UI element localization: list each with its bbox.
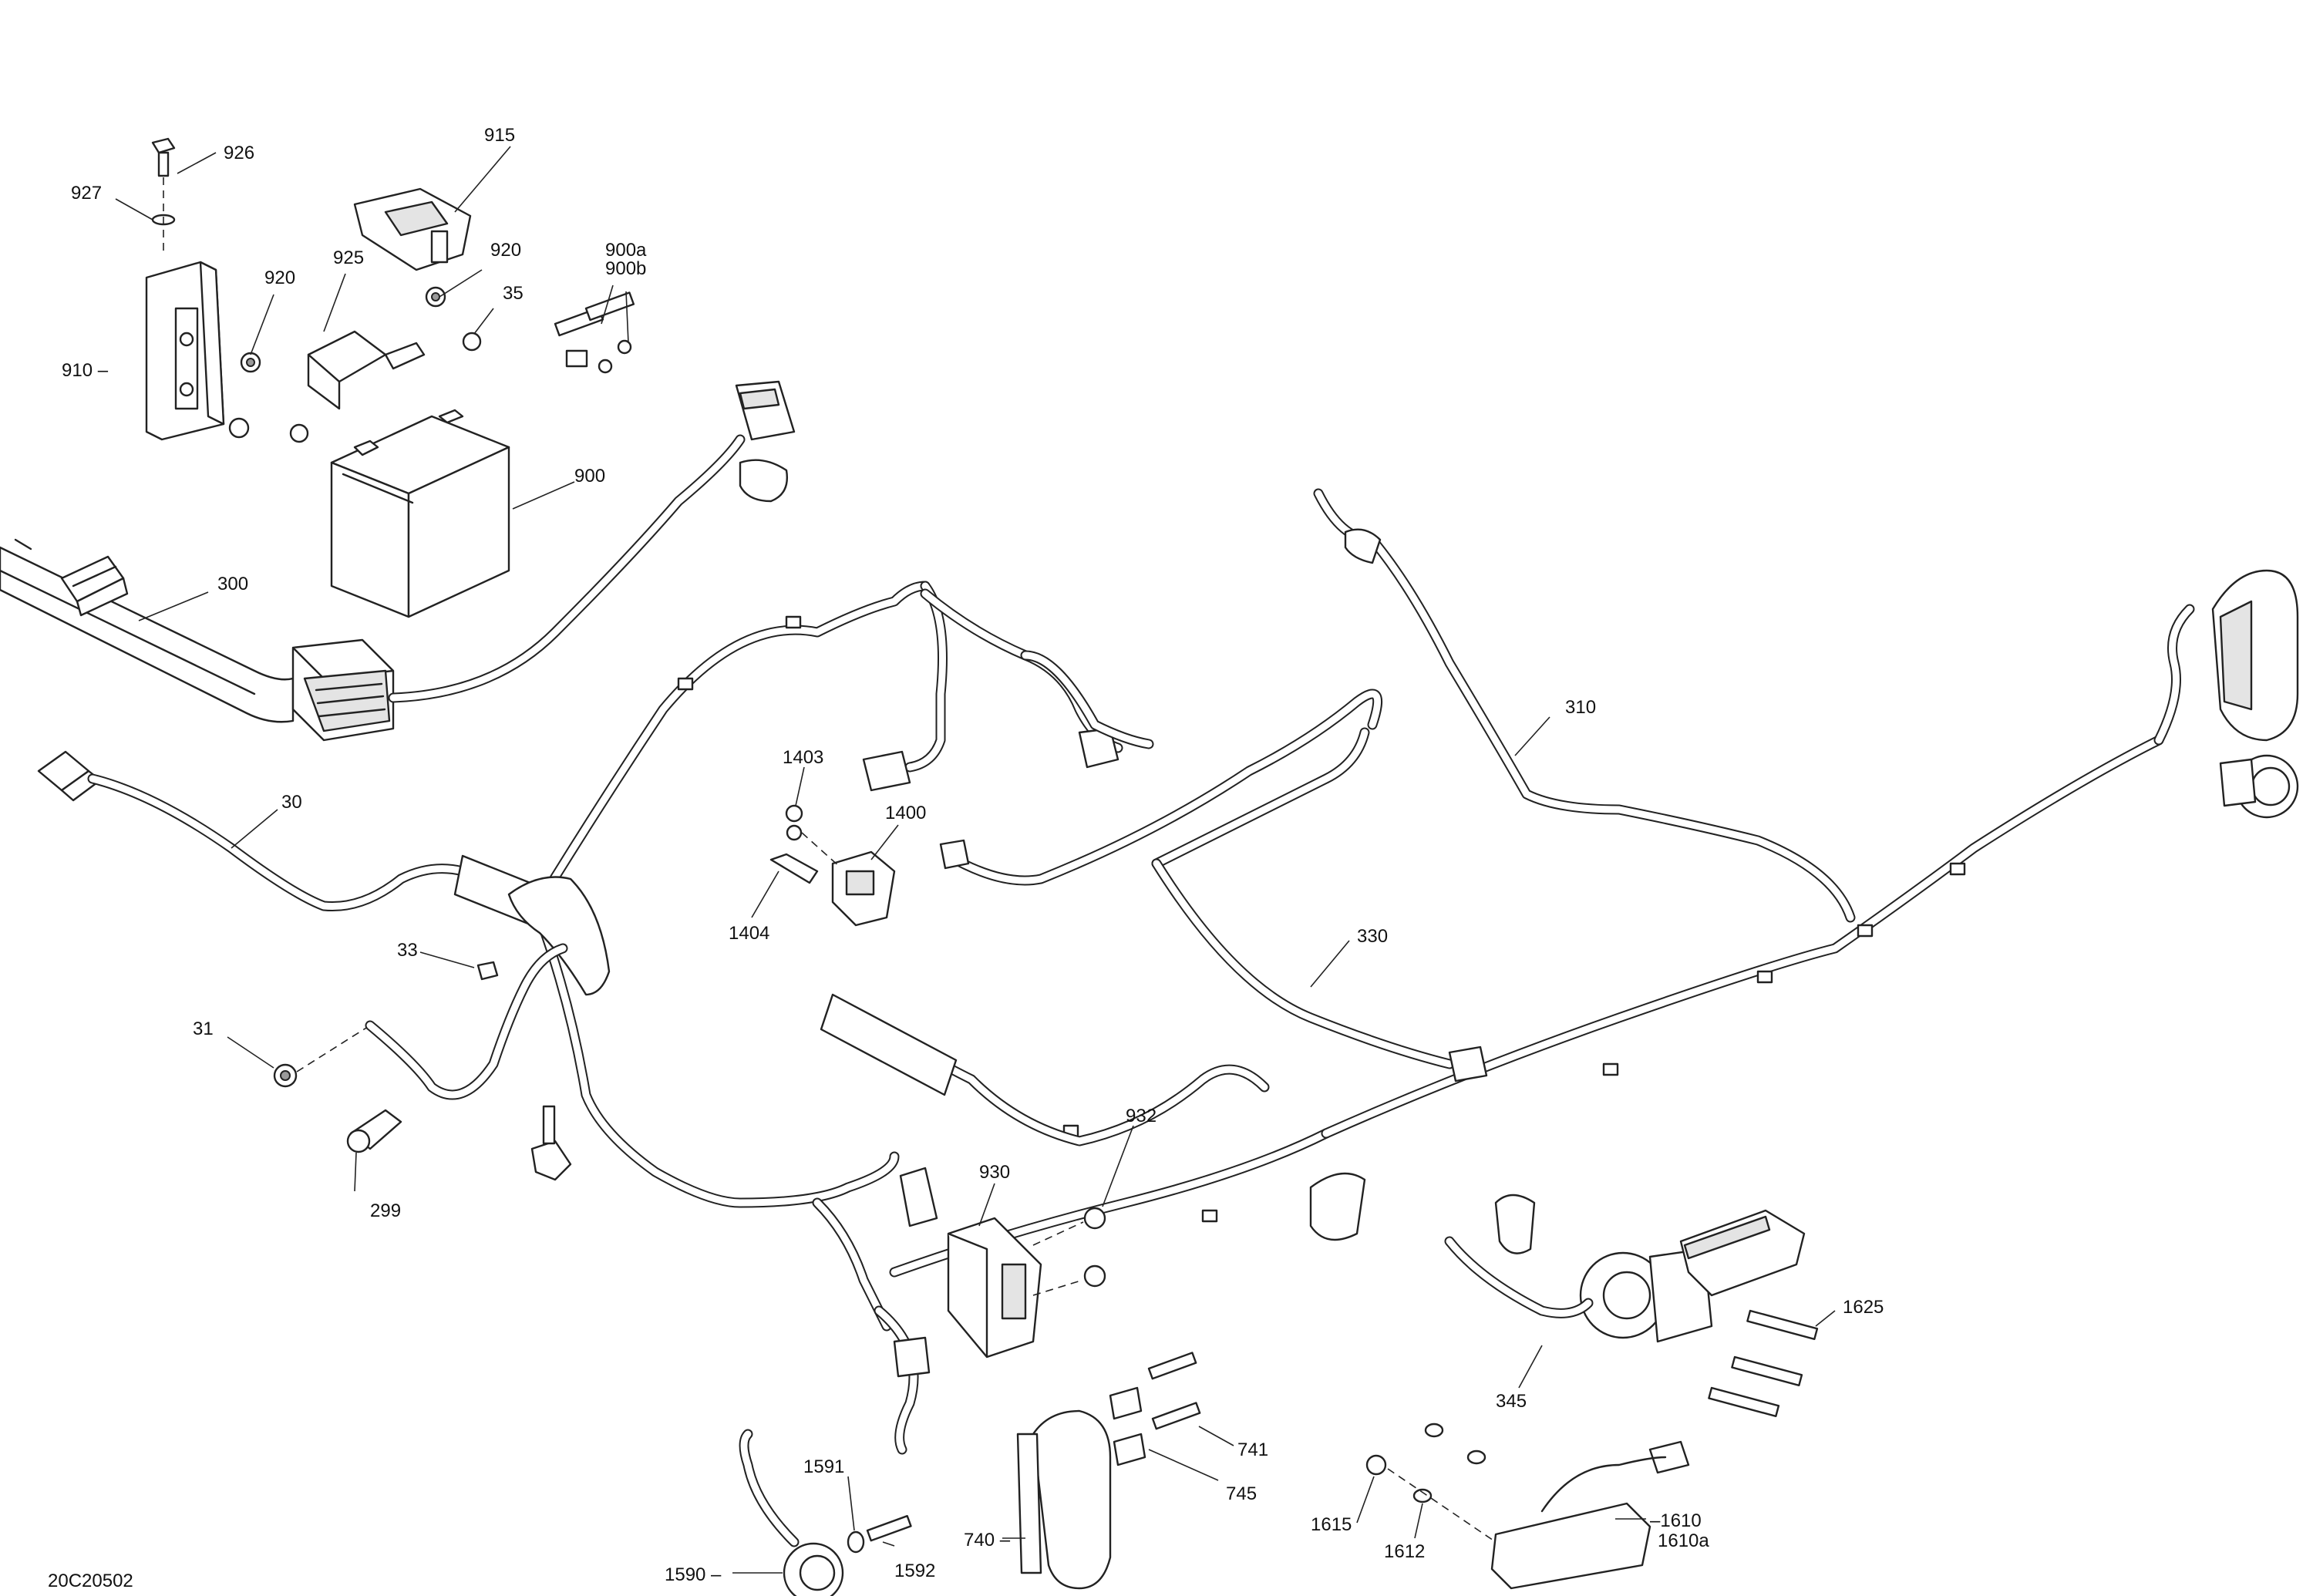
callout-900b: 900b — [605, 258, 646, 279]
socket-1590 — [739, 1429, 844, 1596]
cover-925 — [307, 330, 426, 410]
bracket-745 — [1109, 1386, 1146, 1466]
callout-1610a: 1610a — [1658, 1530, 1709, 1551]
callout-1590: 1590 – — [665, 1564, 722, 1585]
callout-30: 30 — [281, 792, 302, 813]
module-1610 — [1490, 1440, 1690, 1590]
connector-top-harness — [735, 380, 796, 503]
nut-920-b — [228, 417, 250, 439]
sensor-1400 — [831, 850, 896, 927]
nut-932-b — [1083, 1264, 1106, 1288]
washer-1591 — [847, 1530, 865, 1554]
callout-920-a: 920 — [490, 240, 521, 261]
callout-745: 745 — [1226, 1483, 1257, 1504]
bolt-741 — [1147, 1352, 1201, 1430]
battery-900 — [330, 409, 510, 618]
connector-932 — [1309, 1172, 1366, 1241]
callout-1403: 1403 — [783, 747, 823, 768]
callout-330: 330 — [1357, 926, 1388, 947]
bolt-31 — [273, 1063, 298, 1088]
screw-1592 — [866, 1514, 912, 1542]
callout-299: 299 — [370, 1200, 401, 1221]
callout-1625: 1625 — [1843, 1297, 1884, 1318]
callout-1612: 1612 — [1384, 1541, 1425, 1562]
nut-920-a — [240, 352, 261, 373]
nut-932-a — [1083, 1207, 1106, 1230]
callout-1592: 1592 — [894, 1561, 935, 1581]
callout-926: 926 — [224, 143, 254, 163]
sensor-299 — [346, 1109, 402, 1153]
nut-920-d — [289, 423, 309, 443]
horn-cover — [1679, 1209, 1806, 1297]
module-930 — [947, 1217, 1042, 1359]
callout-915: 915 — [484, 125, 515, 146]
bolt-1404 — [769, 853, 819, 884]
nut-33 — [476, 961, 499, 981]
callout-31: 31 — [193, 1019, 214, 1039]
callout-1610: –1610 — [1650, 1510, 1702, 1531]
horn-345 — [1444, 1194, 1713, 1343]
ecu-connector — [291, 638, 395, 742]
socket-right — [2219, 754, 2299, 819]
nut-1615 — [1365, 1454, 1387, 1476]
main-harness-300 — [0, 380, 796, 742]
callout-900: 900 — [574, 466, 605, 487]
callout-741: 741 — [1237, 1439, 1268, 1460]
callout-labels: 926 927 915 920 920 925 910 – 35 900a 90… — [48, 125, 1884, 1591]
callout-930: 930 — [979, 1162, 1010, 1183]
ground-block — [530, 1105, 572, 1181]
drawing-code: 20C20502 — [48, 1571, 133, 1591]
harness-310 — [1313, 488, 2299, 923]
callout-1404: 1404 — [729, 923, 769, 944]
relay-connector — [899, 1167, 938, 1227]
bolts-900a-900b — [554, 291, 635, 374]
callout-300: 300 — [217, 574, 248, 594]
callout-920-b: 920 — [264, 268, 295, 288]
bolt-1403 — [785, 804, 803, 841]
harness-30 — [37, 750, 541, 927]
callout-1591: 1591 — [803, 1456, 844, 1477]
bolts-1625 — [1708, 1309, 1819, 1418]
callout-1615: 1615 — [1311, 1514, 1352, 1535]
callout-345: 345 — [1496, 1391, 1527, 1412]
callout-310: 310 — [1565, 697, 1596, 718]
hose — [820, 993, 1270, 1146]
nut-920-c — [425, 286, 446, 308]
callout-932: 932 — [1126, 1106, 1156, 1126]
bolt-926 — [151, 137, 176, 177]
nut-35 — [462, 332, 482, 352]
harness-330 — [939, 689, 1488, 1083]
callout-925: 925 — [333, 247, 364, 268]
harness-clips — [677, 615, 1966, 1223]
callout-1400: 1400 — [885, 803, 926, 823]
callout-910: 910 – — [62, 360, 109, 381]
leader-lines — [115, 146, 1836, 1574]
central-harness — [507, 581, 2195, 1455]
holder-915 — [353, 187, 472, 271]
callout-33: 33 — [397, 940, 418, 961]
callout-900a: 900a — [605, 240, 647, 261]
washer-1612 — [1412, 1423, 1486, 1503]
callout-740: 740 – — [964, 1530, 1011, 1551]
connector-300-left — [60, 555, 129, 617]
taillight-right — [2211, 569, 2299, 742]
bracket-910 — [145, 261, 225, 441]
callout-35: 35 — [503, 283, 524, 304]
callout-927: 927 — [71, 183, 102, 204]
lamp-740 — [1016, 1409, 1112, 1590]
